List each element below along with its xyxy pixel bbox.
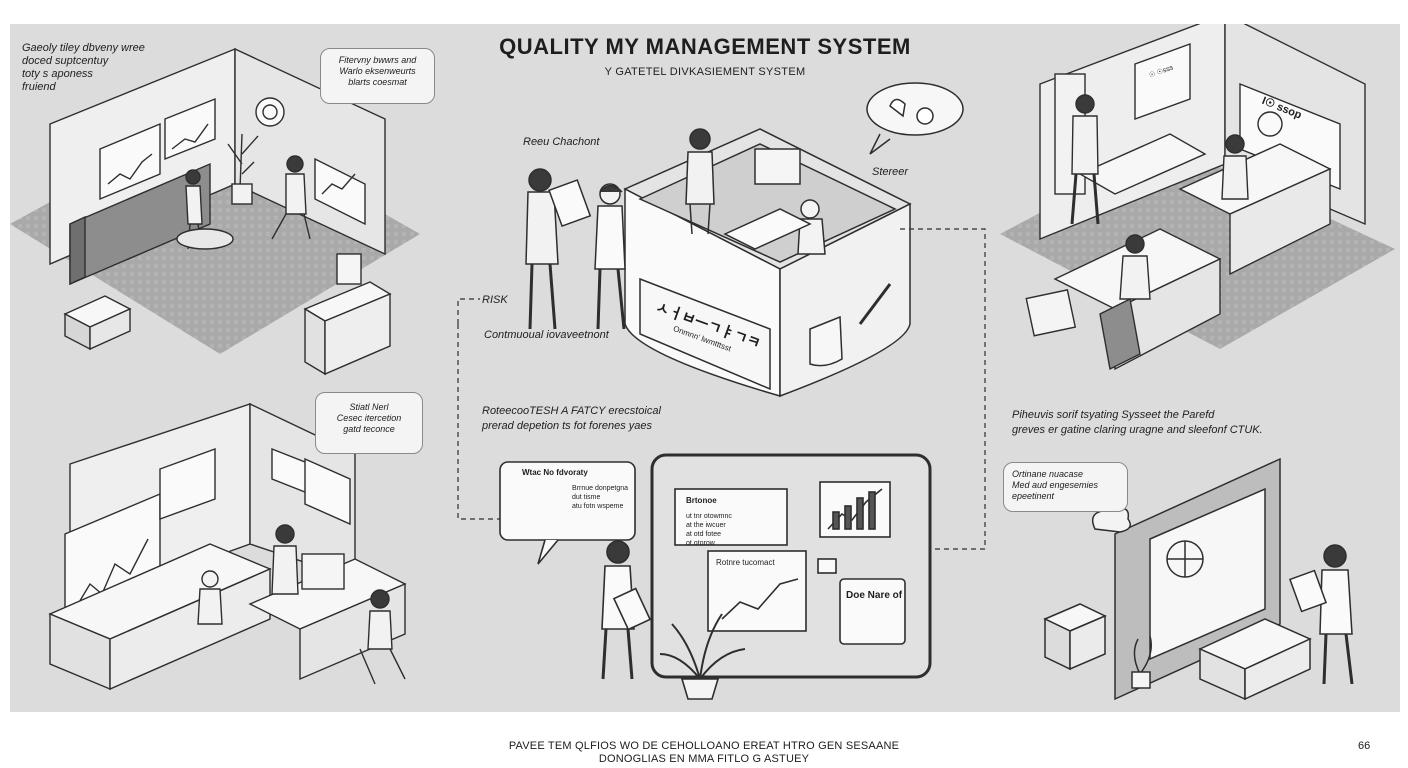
heading-line: RoteecooTESH A FATCY erecstoical: [482, 405, 661, 417]
presentation-scene-bottom-right: [1043, 457, 1354, 701]
office-scene-top-right: [1000, 24, 1395, 371]
card-line: ut tnr otowmnc: [686, 513, 732, 520]
page-number: 66: [1358, 740, 1371, 752]
bubble-line: Ortinane nuacase: [1012, 469, 1084, 479]
bubble-line: Cesec itercetion: [336, 413, 402, 423]
bubble-line: Stiatl Nerl: [349, 402, 389, 412]
card-line: atu fotn wspeme: [572, 503, 624, 510]
bottom-center-heading: RoteecooTESH A FATCY erecstoical prerad …: [482, 404, 661, 434]
dashboard-panel-scene: [499, 453, 932, 700]
footer-line: PAVEE TEM QLFIOS WO DE CEHOLLOANO EREAT …: [508, 740, 900, 752]
card-bubble-body: Brrnue donpetgna dut tisme atu fotn wspe…: [572, 484, 628, 511]
isometric-illustration: [10, 24, 1395, 701]
office-scene-top-left: [10, 47, 420, 376]
office-scene-bottom-left: [48, 402, 407, 691]
card-chart-title: Rotnre tucomact: [716, 558, 775, 567]
heading-line: prerad depetion ts fot forenes yaes: [482, 420, 652, 432]
bottom-left-speech-bubble: Stiatl Nerl Cesec itercetion gatd teconc…: [315, 392, 423, 454]
card-line: ot otorow: [686, 540, 715, 547]
bubble-line: gatd teconce: [343, 424, 395, 434]
bottom-right-heading: Piheuvis sorif tsyating Sysseet the Pare…: [1012, 408, 1263, 438]
top-left-note: Gaeoly tiley dbveny wree doced suptcentu…: [22, 42, 145, 94]
card-line: dut tisme: [572, 494, 601, 501]
infographic-poster: QUALITY MY MANAGEMENT SYSTEM Y GATETEL D…: [10, 24, 1400, 712]
page-subtitle: Y GATETEL DIVKASIEMENT SYSTEM: [604, 66, 806, 78]
note-line: Gaeoly tiley dbveny wree: [22, 42, 145, 54]
bubble-line: Med aud engesemies: [1012, 480, 1099, 490]
footer-caption: PAVEE TEM QLFIOS WO DE CEHOLLOANO EREAT …: [0, 740, 1408, 766]
heading-line: greves er gatine claring uragne and slee…: [1012, 424, 1263, 436]
label-risk: RISK: [482, 294, 508, 306]
heading-line: Piheuvis sorif tsyating Sysseet the Pare…: [1012, 409, 1215, 421]
card-bubble-title: Wtac No fdvoraty: [522, 468, 588, 477]
page-title: QUALITY MY MANAGEMENT SYSTEM: [499, 34, 911, 59]
bubble-line: Warlo eksenweurts: [339, 66, 416, 76]
footer-line: DONOGLIAS EN MMA FITLO G ASTUEY: [598, 753, 810, 765]
label-reception-chart: Reeu Chachont: [523, 136, 600, 148]
bottom-right-speech-bubble: Ortinane nuacase Med aud engesemies epee…: [1003, 462, 1128, 512]
note-line: toty s aponess: [22, 68, 93, 80]
card-line: Brrnue donpetgna: [572, 485, 629, 492]
card-doc-body: ut tnr otowmnc at the iwcuer at otd fote…: [686, 512, 732, 548]
bubble-line: epeetinent: [1012, 491, 1055, 501]
reception-counter-scene: [457, 82, 986, 550]
label-continual-improvement: Contmuoual iovaveetnont: [484, 329, 609, 341]
note-line: doced suptcentuy: [22, 55, 109, 67]
card-line: at otd fotee: [686, 531, 722, 538]
top-left-speech-bubble: Fitervny bwwrs and Warlo eksenweurts bla…: [320, 48, 435, 104]
card-doc-title: Brtonoe: [686, 496, 717, 505]
note-line: fruiend: [22, 81, 56, 93]
card-note-title: Doe Nare of: [846, 590, 903, 601]
bubble-line: Fitervny bwwrs and: [338, 55, 417, 65]
bubble-line: blarts coesmat: [348, 77, 407, 87]
card-line: at the iwcuer: [686, 522, 726, 529]
label-steerer: Stereer: [872, 166, 909, 178]
